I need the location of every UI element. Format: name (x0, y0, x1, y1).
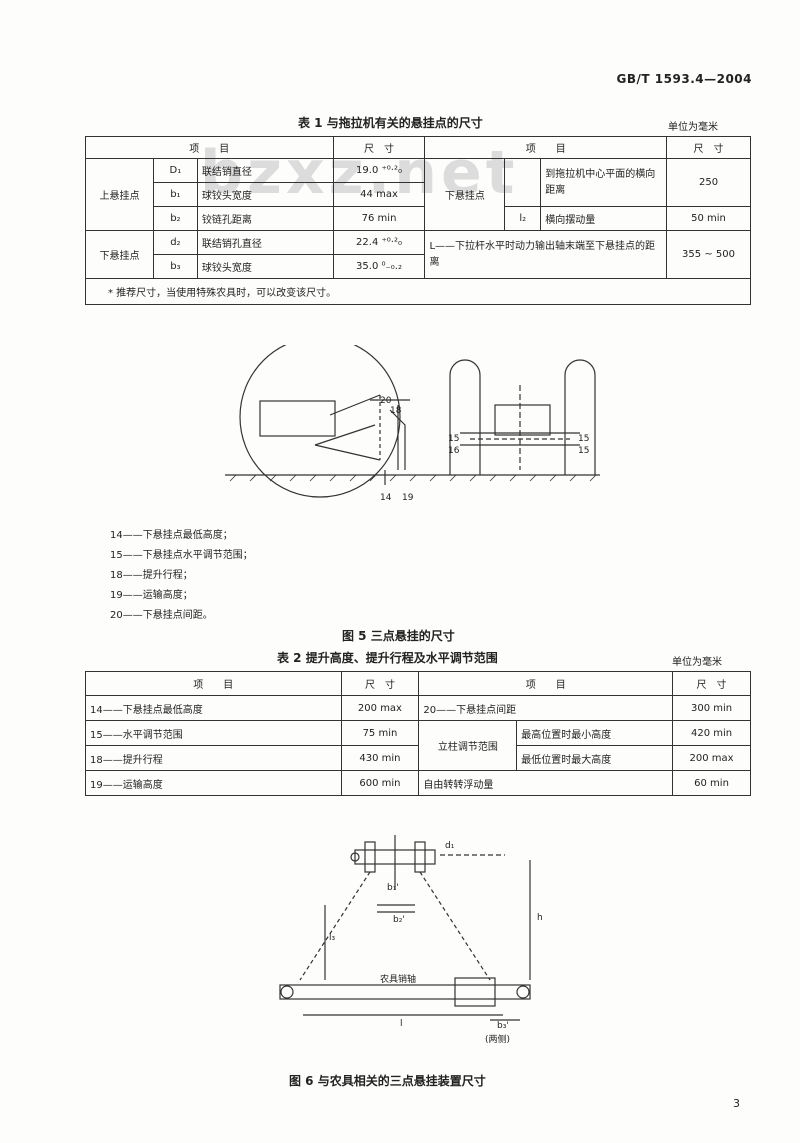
fig5-label: 20 (380, 396, 392, 406)
t1-val: 250 (666, 158, 751, 207)
fig5-label: 15 (578, 446, 589, 456)
t2-header-item-2: 项 目 (418, 671, 674, 696)
t1-header-item-2: 项 目 (424, 136, 668, 159)
table2: 项 目 尺 寸 项 目 尺 寸 14——下悬挂点最低高度 200 max 20—… (85, 671, 751, 796)
fig6-label-h: h (537, 913, 543, 923)
t2-name: 19——运输高度 (85, 770, 342, 796)
table1: 项 目 尺 寸 项 目 尺 寸 上悬挂点 D₁ 联结销直径 19.0 ⁺⁰·²₀… (85, 136, 751, 305)
fig6-label-b3: b₃' (497, 1021, 509, 1031)
figure6-caption: 图 6 与农具相关的三点悬挂装置尺寸 (289, 1074, 486, 1088)
t1-sym (504, 158, 542, 207)
t1-long-val: 355 ~ 500 (666, 230, 751, 279)
t1-upper-group: 上悬挂点 (85, 158, 154, 231)
t1-name: 横向摆动量 (540, 206, 668, 231)
fig6-label-l3: l₃ (329, 933, 336, 943)
legend-item: 15——下悬挂点水平调节范围； (110, 550, 253, 561)
t1-sym: b₃ (152, 254, 198, 279)
t2-name: 自由转转浮动量 (418, 770, 674, 796)
t2-name: 最高位置时最小高度 (516, 720, 674, 746)
t1-name: 到拖拉机中心平面的横向距离 (540, 158, 668, 207)
fig6-label-d1: d₁ (445, 841, 455, 851)
t1-header-size-2: 尺 寸 (666, 136, 751, 159)
t1-name: 铰链孔距离 (196, 206, 334, 231)
fig5-label: 18 (390, 406, 402, 416)
t1-header-size: 尺 寸 (332, 136, 426, 159)
legend-item: 18——提升行程； (110, 570, 193, 581)
t1-lower-group: 下悬挂点 (85, 230, 154, 279)
figure5-legend: 14——下悬挂点最低高度； 15——下悬挂点水平调节范围； 18——提升行程； … (110, 526, 253, 626)
t1-val: 50 min (666, 206, 751, 231)
t2-header-item: 项 目 (85, 671, 342, 696)
fig6-label-b1: b₁' (387, 883, 399, 893)
t1-sym: D₁ (152, 158, 198, 183)
figure5-caption: 图 5 三点悬挂的尺寸 (342, 629, 455, 643)
legend-item: 14——下悬挂点最低高度； (110, 530, 233, 541)
fig5-label: 15 (448, 434, 459, 444)
legend-item: 20——下悬挂点间距。 (110, 610, 213, 621)
t2-name: 15——水平调节范围 (85, 720, 342, 746)
t2-vertical-group: 立柱调节范围 (418, 720, 518, 771)
fig5-label: 19 (402, 493, 414, 503)
t2-val: 420 min (672, 720, 751, 746)
t2-val: 430 min (340, 745, 420, 771)
t1-val: 44 max (332, 182, 426, 207)
t1-sym: l₂ (504, 206, 542, 231)
legend-item: 19——运输高度； (110, 590, 193, 601)
table2-caption: 表 2 提升高度、提升行程及水平调节范围 (277, 651, 498, 665)
t1-name: 球铰头宽度 (196, 182, 334, 207)
figure6-drawing: b₁' b₂' 农具销轴 l b₃' (两侧) h d₁ l₃ (279, 835, 543, 1045)
t1-footnote: * 推荐尺寸，当使用特殊农具时，可以改变该尺寸。 (85, 278, 751, 305)
t2-val: 60 min (672, 770, 751, 796)
t2-val: 200 max (672, 745, 751, 771)
fig6-label-implement: 农具销轴 (380, 973, 416, 985)
figure5-drawing: 20 18 14 19 15 16 15 15 (225, 345, 600, 503)
t1-long-name: L——下拉杆水平时动力输出轴末端至下悬挂点的距离 (424, 230, 668, 279)
t1-sym: b₁ (152, 182, 198, 207)
table2-unit: 单位为毫米 (672, 657, 722, 668)
t1-val: 35.0 ⁰₋₀.₂ (332, 254, 426, 279)
t1-header-item: 项 目 (85, 136, 334, 159)
t1-name: 联结销直径 (196, 158, 334, 183)
fig6-label-b2: b₂' (393, 915, 405, 925)
t2-name: 14——下悬挂点最低高度 (85, 695, 342, 721)
t1-name: 联结销孔直径 (196, 230, 334, 255)
t1-val: 76 min (332, 206, 426, 231)
t1-sym: b₂ (152, 206, 198, 231)
fig5-label: 16 (448, 446, 460, 456)
t2-header-size: 尺 寸 (340, 671, 420, 696)
t2-val: 600 min (340, 770, 420, 796)
page-number: 3 (733, 1097, 740, 1110)
t2-val: 200 max (340, 695, 420, 721)
t2-name: 18——提升行程 (85, 745, 342, 771)
fig6-label-side: (两侧) (485, 1033, 510, 1045)
t2-name: 最低位置时最大高度 (516, 745, 674, 771)
t1-val: 19.0 ⁺⁰·²₀ (332, 158, 426, 183)
t1-sym: d₂ (152, 230, 198, 255)
standard-number: GB/T 1593.4—2004 (616, 72, 752, 86)
t1-val: 22.4 ⁺⁰·²₀ (332, 230, 426, 255)
table1-caption: 表 1 与拖拉机有关的悬挂点的尺寸 (298, 116, 483, 130)
t2-val: 300 min (672, 695, 751, 721)
fig6-label-l: l (400, 1019, 403, 1029)
fig5-label: 14 (380, 493, 392, 503)
t2-val: 75 min (340, 720, 420, 746)
t2-name: 20——下悬挂点间距 (418, 695, 674, 721)
t2-header-size-2: 尺 寸 (672, 671, 751, 696)
t1-right-group: 下悬挂点 (424, 158, 506, 231)
table1-unit: 单位为毫米 (668, 122, 718, 133)
t1-name: 球铰头宽度 (196, 254, 334, 279)
fig5-label: 15 (578, 434, 589, 444)
